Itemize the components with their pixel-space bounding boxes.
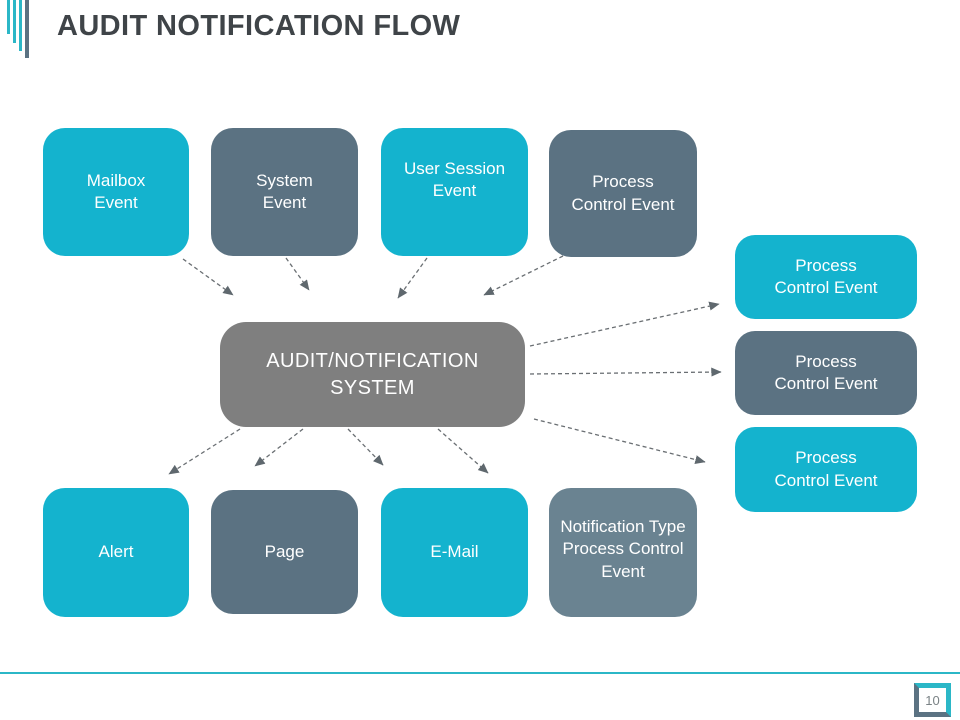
node-label: Notification Type Process Control Event (560, 517, 686, 581)
node-label: Process Control Event (774, 255, 878, 297)
arrow-center-to-alert (168, 428, 241, 475)
footer-accent-line (0, 672, 960, 674)
accent-bar (13, 0, 16, 43)
node-notification-type-process-control-event: Notification Type Process Control Event (549, 488, 697, 617)
arrow-mailbox-to-center (182, 258, 234, 296)
arrow-center-to-right-1 (529, 301, 720, 347)
node-process-control-event-top: Process Control Event (549, 130, 697, 257)
node-label: Page (264, 541, 305, 561)
node-system-event: System Event (211, 128, 358, 256)
node-page: Page (211, 490, 358, 614)
arrow-center-to-right-3 (533, 418, 706, 465)
node-user-session-event: User Session Event (381, 128, 528, 256)
node-mailbox-event: Mailbox Event (43, 128, 189, 256)
node-audit-notification-system: AUDIT/NOTIFICATION SYSTEM (220, 322, 525, 427)
node-alert: Alert (43, 488, 189, 617)
accent-bar (7, 0, 10, 34)
node-email: E-Mail (381, 488, 528, 617)
accent-bar (25, 0, 29, 58)
arrow-center-to-right-2 (529, 367, 722, 377)
node-label: Process Control Event (571, 172, 675, 214)
node-process-control-event-right-2: Process Control Event (735, 331, 917, 415)
node-label: Mailbox Event (86, 170, 146, 212)
node-label: Process Control Event (774, 448, 878, 490)
arrow-usersession-to-center (397, 257, 428, 299)
arrow-processcontrol-to-center (483, 255, 564, 296)
node-label: Process Control Event (774, 351, 878, 393)
arrow-center-to-notification (437, 428, 489, 474)
node-label: E-Mail (430, 542, 479, 562)
node-process-control-event-right-3: Process Control Event (735, 427, 917, 512)
node-label: User Session Event (403, 159, 506, 201)
arrow-center-to-email (347, 428, 384, 466)
accent-bar (19, 0, 22, 51)
node-label: Alert (98, 542, 134, 562)
node-label: System Event (256, 170, 313, 212)
page-number: 10 (925, 692, 940, 708)
arrow-center-to-page (254, 428, 304, 467)
arrow-system-to-center (285, 257, 310, 291)
node-process-control-event-right-1: Process Control Event (735, 235, 917, 319)
page-title: AUDIT NOTIFICATION FLOW (57, 10, 461, 42)
node-label: AUDIT/NOTIFICATION SYSTEM (266, 350, 479, 399)
page-number-badge: 10 (914, 683, 951, 717)
